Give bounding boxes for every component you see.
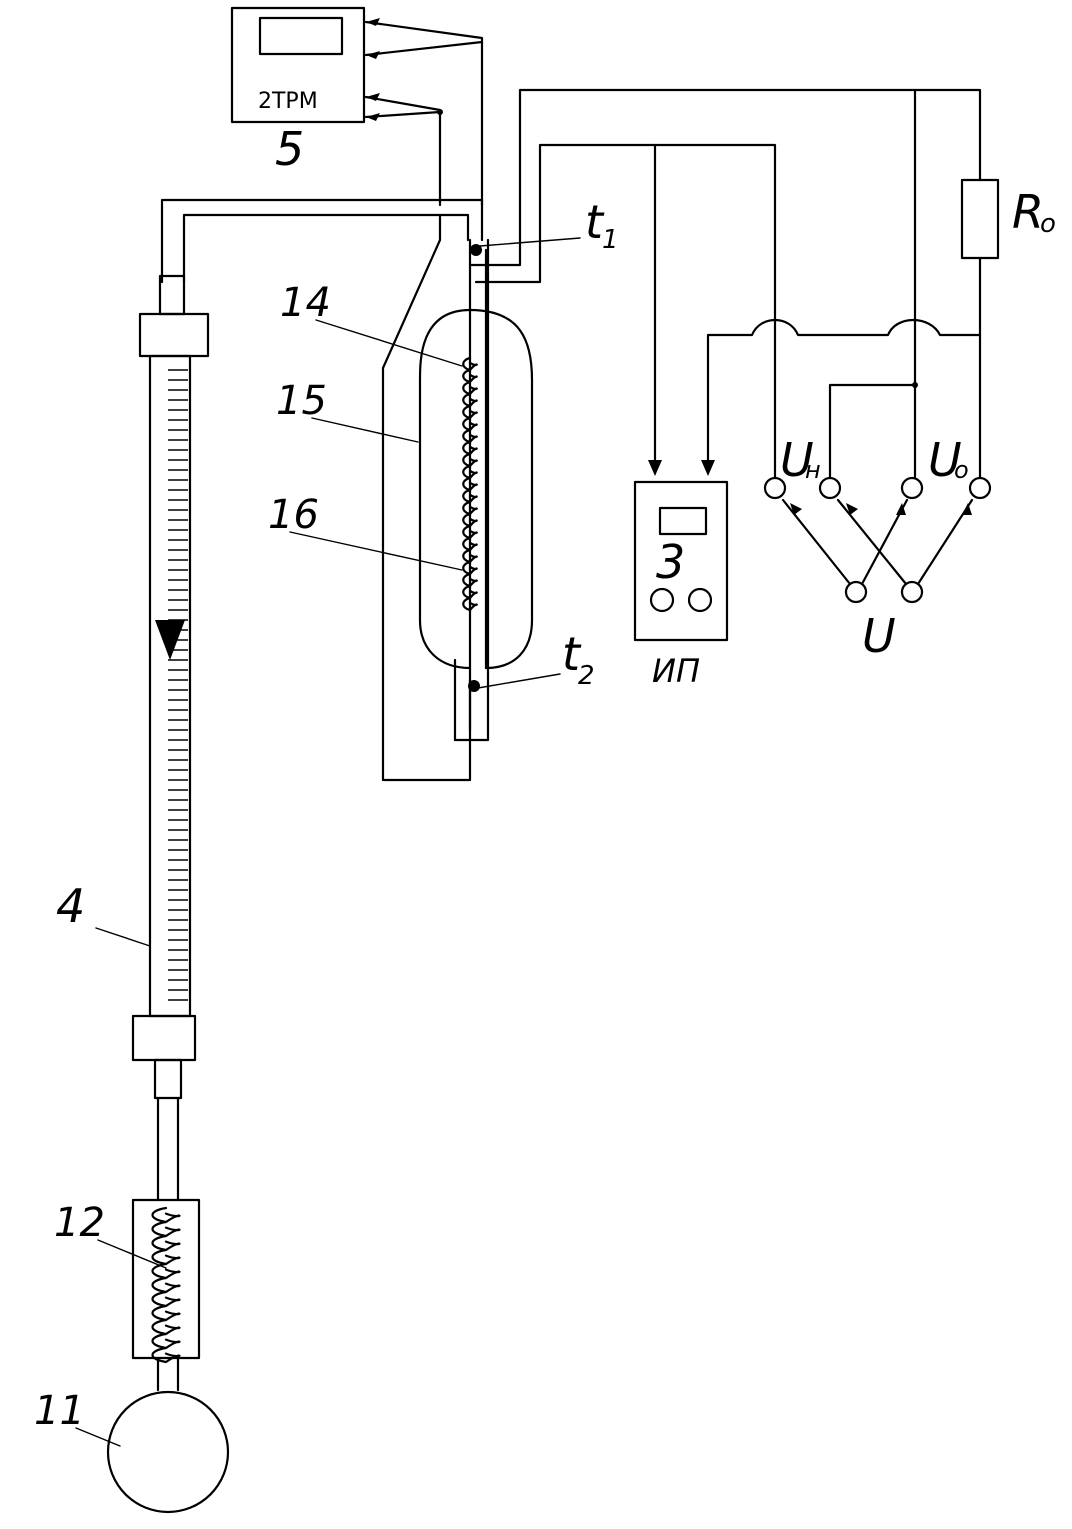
burette bbox=[131, 274, 210, 1202]
label-11: 11 bbox=[34, 1388, 85, 1434]
measurement-wiring bbox=[468, 88, 1000, 480]
flask bbox=[106, 1390, 230, 1514]
connecting-tube bbox=[160, 198, 490, 782]
un-subscript: н bbox=[805, 456, 821, 484]
ip-label: ИП bbox=[652, 652, 700, 690]
ip-device bbox=[633, 480, 729, 642]
u-terminal-switch bbox=[763, 476, 992, 604]
vessel bbox=[418, 238, 534, 732]
leader-lines bbox=[75, 237, 581, 1447]
t1-subscript: 1 bbox=[602, 225, 619, 255]
trm-wires bbox=[364, 18, 484, 207]
ro-label: R bbox=[1012, 185, 1044, 239]
label-4: 4 bbox=[56, 879, 85, 933]
t1-label: t bbox=[585, 195, 605, 249]
label-14: 14 bbox=[280, 280, 331, 326]
trm-device bbox=[230, 6, 366, 124]
coil-box bbox=[131, 1198, 201, 1392]
label-16: 16 bbox=[268, 492, 319, 538]
trm-label: 2ТРМ bbox=[258, 89, 318, 114]
uo-label: U bbox=[928, 433, 962, 487]
burette-scale-ticks bbox=[168, 369, 188, 1001]
un-label: U bbox=[780, 433, 814, 487]
label-5: 5 bbox=[275, 122, 304, 176]
label-12: 12 bbox=[54, 1200, 105, 1246]
u-label: U bbox=[862, 609, 896, 663]
uo-subscript: o bbox=[954, 456, 969, 484]
t2-label: t bbox=[562, 627, 582, 681]
label-3: 3 bbox=[656, 535, 685, 589]
t2-subscript: 2 bbox=[578, 661, 595, 691]
ro-subscript: o bbox=[1040, 209, 1056, 239]
label-15: 15 bbox=[276, 378, 327, 424]
